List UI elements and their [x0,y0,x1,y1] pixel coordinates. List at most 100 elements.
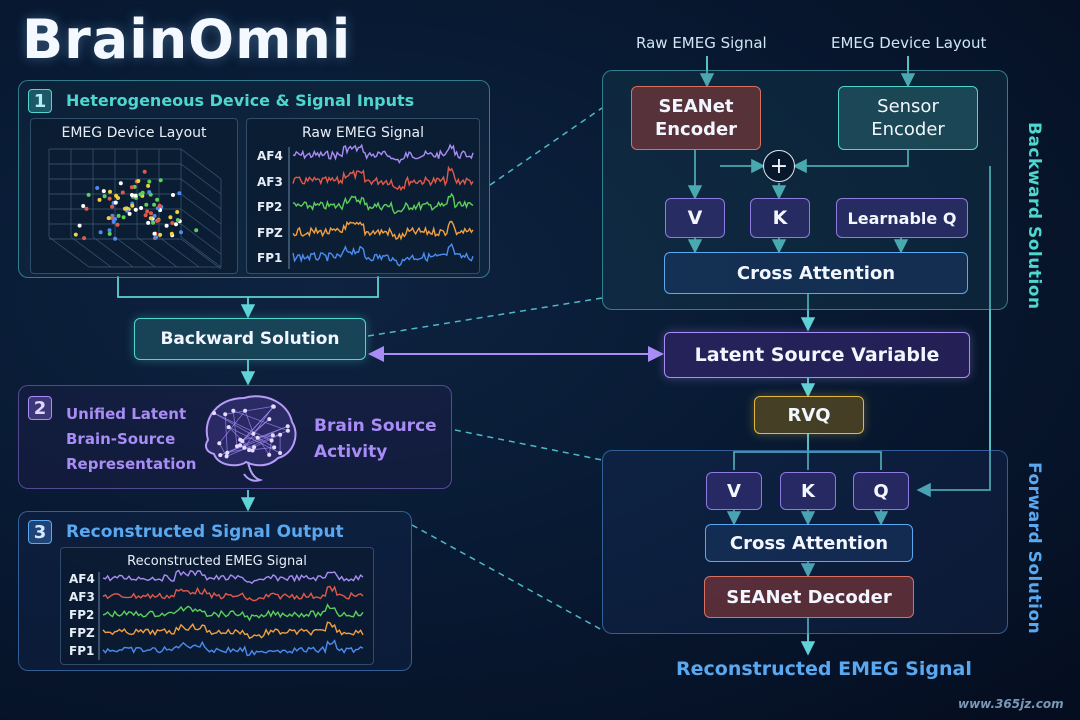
plus-operator: + [763,150,795,182]
channel-label: AF3 [69,590,95,604]
sensor-dot [154,235,159,240]
sensor-grid-graphic [48,148,222,270]
sensor-dot [168,215,173,220]
sensor-dot [86,192,91,197]
sensor-dot [144,202,149,207]
sensor-to-plus [792,150,909,174]
sensor-dot [169,231,174,236]
forward-cross-attention: Cross Attention [705,524,913,562]
section3-number: 3 [28,520,52,544]
sensor-dot [177,191,182,196]
channel-label: FP2 [257,200,283,214]
grid-line [180,238,222,270]
brain-link [213,412,275,448]
channel-label: FP1 [69,644,95,658]
brain-node [212,411,217,416]
brain-node [223,412,228,417]
sensor-dot [155,197,160,202]
brain-link [232,410,238,447]
sensor-dot [107,196,112,201]
brain-node [250,448,255,453]
sensor-dot [133,207,138,212]
sensor-dot [113,200,118,205]
sensor-dot [106,216,111,221]
brain-node [238,437,243,442]
sensor-dot [152,231,157,236]
sensor-dot [107,231,112,236]
sensor-dot [110,216,114,221]
brain-link [243,406,274,449]
brain-node [255,435,260,440]
grid-line [180,148,222,180]
sensor-to-forward-q [916,166,991,498]
brain-stem [243,461,264,482]
channel-label: FPZ [257,226,283,240]
brain-node [272,445,277,450]
brain-node [217,441,222,446]
forward-k-box: K [780,472,836,510]
brain-link [226,430,289,457]
device-layout-label: EMEG Device Layout [61,125,207,141]
device-layout-input-label: EMEG Device Layout [831,34,987,52]
dashed-link-3 [454,429,603,461]
raw-signal-input-label: Raw EMEG Signal [636,34,767,52]
sensor-dot [97,197,102,202]
section3-heading: Reconstructed Signal Output [66,522,344,542]
brain-link [220,425,288,456]
brain-node [243,408,248,413]
sensor-dot [73,232,78,237]
grid-line [70,236,112,268]
sensor-dot [130,193,134,197]
seanet-encoder-line: Encoder [654,119,738,140]
signal-trace [102,569,364,585]
signal-trace [292,143,474,165]
brain-link [218,443,227,457]
page-title: BrainOmni [22,8,352,71]
brain-link [218,410,246,444]
watermark: www.365jz.com [958,697,1064,711]
section2-left-line: Representation [66,455,197,473]
brain-node [278,432,283,437]
sensor-dot [84,206,89,211]
brain-node [267,452,272,457]
grid-line [180,178,222,210]
section2-right-text: Brain Source Activity [314,413,437,465]
brain-node [285,428,290,433]
brain-node [267,417,272,422]
sensor-dot [130,203,135,208]
sensor-dot [171,193,175,197]
brain-node [224,454,229,459]
sensor-dot [175,218,180,222]
sensor-dot [121,215,126,220]
raw-signal-box: Raw EMEG Signal AF4 AF3 FP2 FPZ FP1 [246,118,480,274]
output-label: Reconstructed EMEG Signal [676,658,972,680]
dashed-link-2 [367,297,603,337]
backward-cross-attention: Cross Attention [664,252,968,294]
brain-node [247,448,252,453]
seanet-encoder-box: SEANet Encoder [631,86,761,150]
sensor-dot [116,213,121,218]
sensor-dot [147,190,152,195]
sensor-dot [120,190,125,195]
brain-node [238,443,243,448]
sensor-dot [142,169,147,174]
learnable-q-box: Learnable Q [836,198,968,238]
sensor-dot [145,209,150,214]
brain-node [269,438,274,443]
sensor-dot [102,194,107,199]
signal-trace [292,220,474,241]
reconstructed-signal-traces [98,569,364,660]
forward-v-box: V [706,472,762,510]
sensor-dot [113,236,118,241]
section2-left-line: Brain-Source [66,430,176,448]
sensor-dot [115,222,120,227]
channel-label: FP2 [69,608,95,622]
signal-trace [292,165,474,192]
sensor-dot [170,221,175,225]
grid-line [158,236,200,268]
brain-node [285,424,290,429]
seanet-decoder-box: SEANet Decoder [704,576,914,618]
backward-solution-box: Backward Solution [134,318,366,360]
sensor-dot [82,236,87,241]
